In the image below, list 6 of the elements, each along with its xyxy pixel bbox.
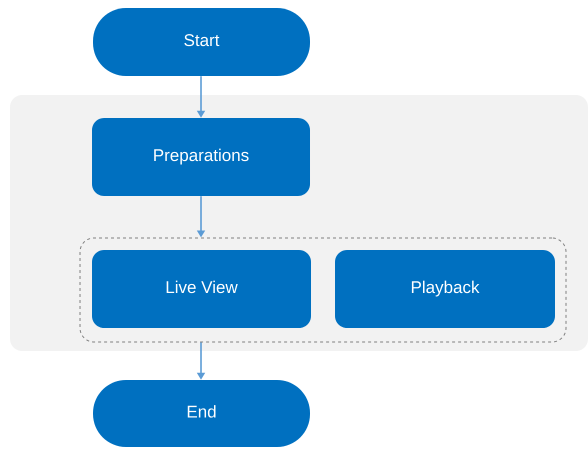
terminal-box: Start <box>93 8 310 76</box>
process-box: Playback <box>335 250 555 328</box>
process-box: Preparations <box>92 118 310 196</box>
process-box: Live View <box>92 250 311 328</box>
dashed-group-box <box>80 238 566 342</box>
terminal-box: End <box>93 380 310 447</box>
